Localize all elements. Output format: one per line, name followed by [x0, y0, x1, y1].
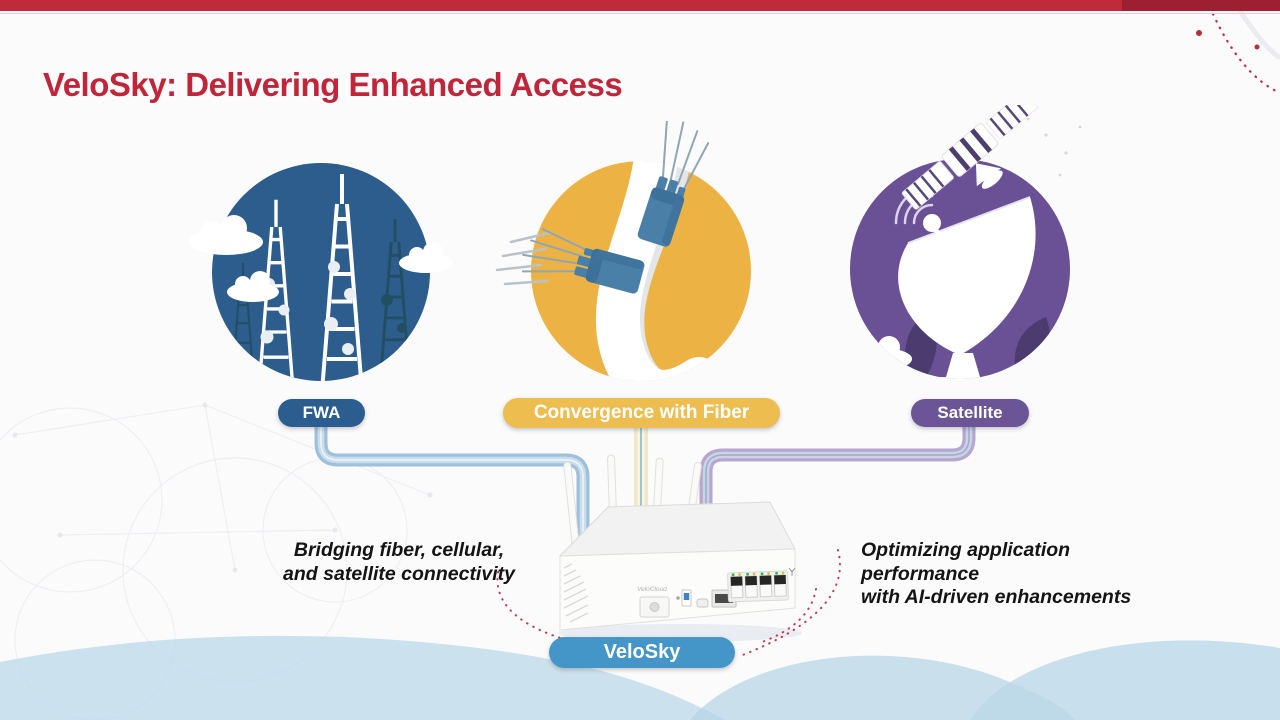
micro-usb-port — [696, 598, 709, 608]
left-caption-line2: and satellite connectivity — [283, 562, 515, 585]
top-bar-accent — [1122, 0, 1280, 11]
fiber-label-pill: Convergence with Fiber — [503, 398, 780, 428]
wave-footer-decoration — [0, 635, 1280, 720]
right-caption: Optimizing application performance with … — [861, 539, 1191, 610]
fwa-label-pill: FWA — [278, 399, 365, 427]
ethernet-ports — [727, 570, 789, 603]
velosky-label: VeloSky — [603, 641, 681, 663]
fiber-cable-icon — [495, 121, 751, 381]
top-bar — [0, 0, 1280, 11]
cloud-shapes — [189, 215, 453, 302]
right-caption-line1: Optimizing application performance — [861, 539, 1071, 585]
left-caption: Bridging fiber, cellular, and satellite … — [243, 539, 555, 586]
fwa-connector-tube — [314, 405, 590, 587]
satellite-connector-tube — [699, 405, 976, 587]
left-caption-line1: Bridging fiber, cellular, — [293, 539, 505, 561]
usb-port — [681, 589, 692, 607]
satellite-body — [901, 105, 1039, 210]
satellite-dish-icon — [850, 105, 1082, 379]
velosky-label-pill: VeloSky — [549, 637, 735, 668]
fwa-label: FWA — [302, 403, 341, 422]
page-title: VeloSky: Delivering Enhanced Access — [43, 66, 623, 104]
top-bar-underline — [0, 13, 1280, 14]
router-brand-label: VeloCloud — [637, 586, 667, 593]
router-illustration: VeloCloud — [558, 454, 802, 642]
satellite-label-pill: Satellite — [911, 399, 1029, 427]
fiber-connector-left — [521, 228, 645, 294]
fiber-connector-top — [637, 121, 710, 247]
dish-shape — [898, 196, 1036, 379]
right-caption-line2: with AI-driven enhancements — [861, 586, 1132, 608]
fiber-label: Convergence with Fiber — [533, 402, 750, 423]
satellite-label: Satellite — [937, 403, 1003, 422]
cell-towers-icon — [189, 163, 453, 381]
